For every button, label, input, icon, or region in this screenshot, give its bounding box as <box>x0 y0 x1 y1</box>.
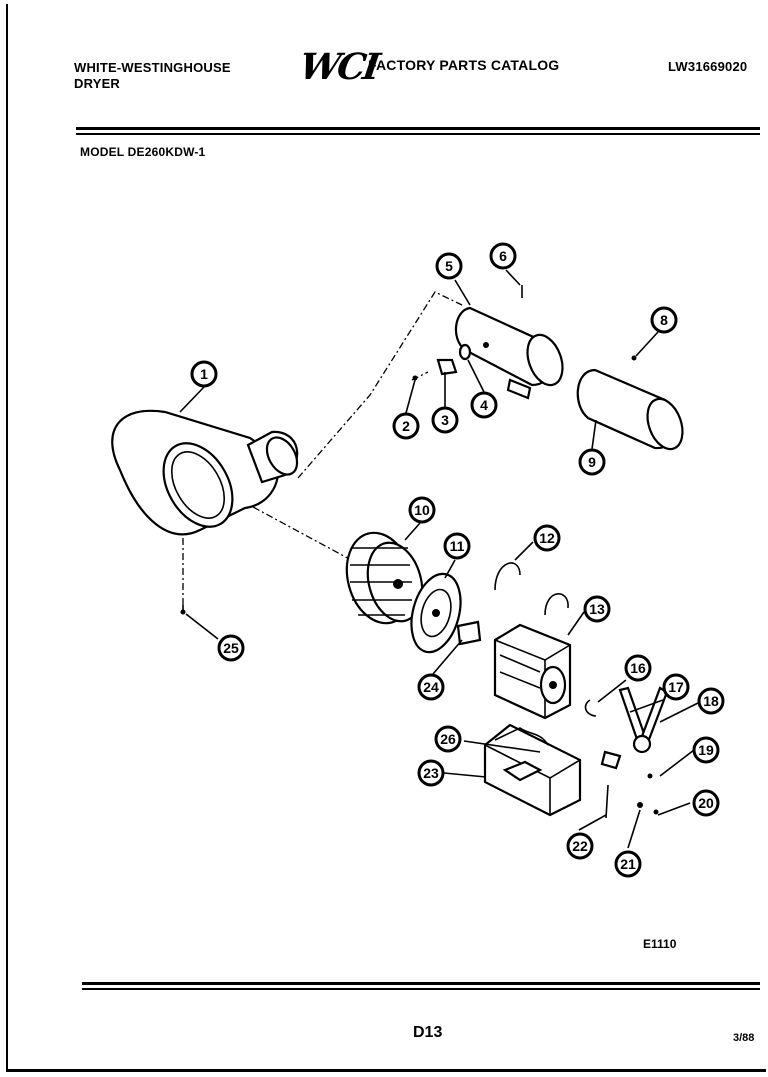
catalog-part-number: LW31669020 <box>668 59 748 74</box>
callout-circle <box>624 654 652 682</box>
callout-circle <box>435 252 463 280</box>
idler-assembly <box>584 686 669 819</box>
page-frame <box>6 4 766 1072</box>
callout-circle <box>583 595 611 623</box>
callout-5: 5 <box>435 252 463 280</box>
callout-number: 11 <box>450 538 465 554</box>
callout-number: 3 <box>441 412 449 428</box>
callout-4: 4 <box>470 391 498 419</box>
product-type: DRYER <box>74 76 121 91</box>
callout-number: 18 <box>703 693 719 709</box>
header-rule-thin <box>76 133 760 135</box>
callout-13: 13 <box>583 595 611 623</box>
callout-20: 20 <box>692 789 720 817</box>
callout-24: 24 <box>417 673 445 701</box>
motor-mount-bracket <box>483 723 582 817</box>
callout-circle <box>662 673 690 701</box>
callout-number: 20 <box>698 795 714 811</box>
callout-number: 8 <box>660 312 668 328</box>
coupling <box>456 620 482 646</box>
header-rule-thick <box>76 127 760 130</box>
brand-block: WHITE-WESTINGHOUSE DRYER <box>74 60 231 92</box>
callout-number: 16 <box>630 660 646 676</box>
model-label: MODEL DE260KDW-1 <box>80 145 206 159</box>
callout-number: 21 <box>620 856 636 872</box>
callout-number: 17 <box>668 679 684 695</box>
callout-circle <box>190 360 218 388</box>
callout-6: 6 <box>489 242 517 270</box>
small-fasteners <box>412 285 637 381</box>
callout-circle <box>431 406 459 434</box>
callout-22: 22 <box>566 832 594 860</box>
callout-leaders <box>179 269 699 849</box>
capacitor <box>576 368 684 451</box>
callout-number: 22 <box>572 838 588 854</box>
callout-circle <box>434 725 462 753</box>
callout-number: 23 <box>423 765 439 781</box>
motor-shell <box>454 306 564 400</box>
callout-circle <box>692 789 720 817</box>
callout-circle <box>417 759 445 787</box>
motor-clips <box>494 562 569 616</box>
page-number: D13 <box>413 1024 443 1041</box>
callout-circle <box>443 532 471 560</box>
callout-2: 2 <box>392 412 420 440</box>
blower-housing <box>111 409 299 536</box>
drive-motor <box>493 623 572 720</box>
callout-21: 21 <box>614 850 642 878</box>
callout-circle <box>578 448 606 476</box>
callout-number: 4 <box>480 397 488 413</box>
callout-circle <box>392 412 420 440</box>
footer-rule-thick <box>82 982 760 985</box>
footer-rule-thin <box>82 988 760 990</box>
callout-19: 19 <box>692 736 720 764</box>
callout-12: 12 <box>533 524 561 552</box>
callout-number: 6 <box>499 248 507 264</box>
date-code: 3/88 <box>733 1032 755 1044</box>
callout-18: 18 <box>697 687 725 715</box>
callout-circle <box>217 634 245 662</box>
callout-circle <box>697 687 725 715</box>
callout-number: 19 <box>698 742 714 758</box>
callout-17: 17 <box>662 673 690 701</box>
callout-number: 5 <box>445 258 453 274</box>
callout-11: 11 <box>443 532 471 560</box>
housing-screw <box>180 605 186 615</box>
callout-number: 9 <box>588 454 596 470</box>
callout-circle <box>650 306 678 334</box>
callout-number: 24 <box>423 679 439 695</box>
callout-circle <box>614 850 642 878</box>
callout-16: 16 <box>624 654 652 682</box>
callout-circle <box>408 496 436 524</box>
callout-1: 1 <box>190 360 218 388</box>
catalog-title: FACTORY PARTS CATALOG <box>368 57 560 73</box>
callout-number: 1 <box>200 366 208 382</box>
callout-9: 9 <box>578 448 606 476</box>
callout-26: 26 <box>434 725 462 753</box>
callout-circle <box>470 391 498 419</box>
callout-number: 12 <box>539 530 555 546</box>
callout-circle <box>533 524 561 552</box>
callout-3: 3 <box>431 406 459 434</box>
callout-circle <box>489 242 517 270</box>
diagram-reference: E1110 <box>643 937 677 951</box>
callout-number: 26 <box>440 731 456 747</box>
callout-25: 25 <box>217 634 245 662</box>
callout-circle <box>692 736 720 764</box>
callout-8: 8 <box>650 306 678 334</box>
callout-circle <box>417 673 445 701</box>
blower-wheel <box>345 531 424 625</box>
callout-number: 13 <box>589 601 605 617</box>
callout-10: 10 <box>408 496 436 524</box>
callout-circle <box>566 832 594 860</box>
callout-23: 23 <box>417 759 445 787</box>
callout-number: 2 <box>402 418 410 434</box>
callout-number: 10 <box>414 502 430 518</box>
callout-number: 25 <box>223 640 239 656</box>
brand-name: WHITE-WESTINGHOUSE <box>74 60 231 75</box>
